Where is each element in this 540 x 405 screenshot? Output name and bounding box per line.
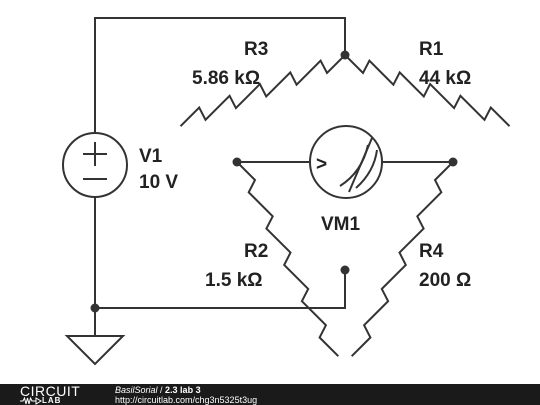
circuitlab-logo[interactable]: CIRCUIT LAB <box>20 383 96 405</box>
r4-value: 200 Ω <box>419 270 471 291</box>
source-name: V1 <box>139 146 163 167</box>
footer-bar: CIRCUIT LAB BasilSorial / 2.3 lab 3 http… <box>0 384 540 405</box>
voltage-source-icon <box>62 132 128 198</box>
r3-name: R3 <box>244 39 268 60</box>
r2-name: R2 <box>244 241 268 262</box>
author-link[interactable]: BasilSorial <box>115 385 158 395</box>
circuit-url[interactable]: http://circuitlab.com/chg3n5325t3ug <box>115 395 258 405</box>
r2-value: 1.5 kΩ <box>205 270 263 291</box>
ground-icon <box>64 335 126 366</box>
resistor-r2 <box>235 160 340 357</box>
node-top <box>340 50 350 60</box>
voltmeter-icon <box>309 125 383 199</box>
logo-text-bottom: LAB <box>42 396 62 405</box>
schematic: > V1 10 V R3 5.86 kΩ R1 44 kΩ VM1 R2 1.5… <box>62 17 511 366</box>
meter-symbol: > <box>316 154 327 175</box>
logo-text-top: CIRCUIT <box>20 383 81 399</box>
meter-scale <box>339 144 369 187</box>
wire-bottom <box>94 269 346 309</box>
node-right <box>448 157 458 167</box>
r4-name: R4 <box>419 241 444 262</box>
meter-scale-inner <box>355 149 378 189</box>
r1-value: 44 kΩ <box>419 68 471 89</box>
plus-sign <box>83 142 107 166</box>
meta-separator: / <box>157 385 166 395</box>
logo-wave-icon <box>20 397 42 405</box>
circuit-meta: BasilSorial / 2.3 lab 3 http://circuitla… <box>115 385 257 405</box>
circuit-title[interactable]: 2.3 lab 3 <box>165 385 201 395</box>
resistor-r3 <box>179 53 347 127</box>
r1-name: R1 <box>419 39 444 60</box>
resistor-r1 <box>343 53 511 127</box>
r3-value: 5.86 kΩ <box>192 68 260 89</box>
source-value: 10 V <box>139 172 178 193</box>
node-left <box>232 157 242 167</box>
node-ground <box>90 303 100 313</box>
wire-top <box>94 17 346 56</box>
resistor-r4 <box>350 160 455 357</box>
node-bottom <box>340 265 350 275</box>
meter-name: VM1 <box>321 214 361 235</box>
